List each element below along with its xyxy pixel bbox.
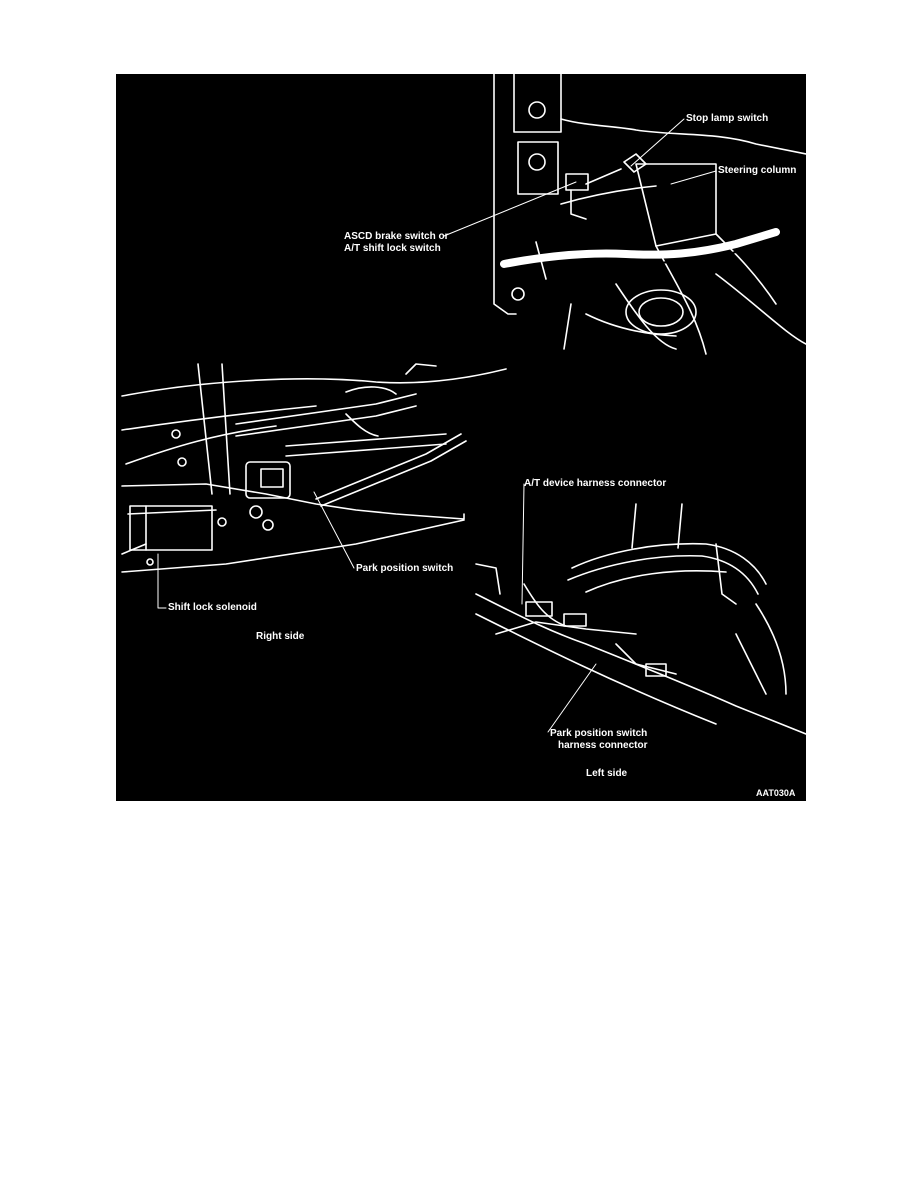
- park-position-harness-label-line2: harness connector: [558, 740, 648, 751]
- stop-lamp-switch-label: Stop lamp switch: [686, 113, 769, 124]
- ascd-brake-switch-label-line1: ASCD brake switch or: [344, 231, 449, 242]
- wiring-diagram-figure: Stop lamp switch Steering column ASCD br…: [116, 74, 806, 801]
- steering-column-view: [493, 74, 806, 355]
- shift-lock-solenoid-shape: [129, 505, 213, 551]
- steering-column-label: Steering column: [718, 165, 797, 176]
- shifter-left-side-view: [475, 503, 806, 735]
- shifter-right-side-view: [121, 363, 507, 573]
- park-position-switch-label: Park position switch: [356, 563, 454, 574]
- ascd-brake-switch-label-line2: A/T shift lock switch: [344, 243, 441, 254]
- at-device-harness-connector-label: A/T device harness connector: [524, 478, 667, 489]
- left-side-leaders: [521, 483, 597, 733]
- top-panel-leaders: [443, 118, 717, 237]
- diagram-artwork: [121, 74, 806, 735]
- steering-column-shape: [635, 163, 717, 247]
- left-side-caption: Left side: [586, 768, 628, 779]
- figure-code-label: AAT030A: [756, 788, 796, 798]
- right-side-caption: Right side: [256, 631, 305, 642]
- shift-lock-solenoid-label: Shift lock solenoid: [168, 602, 257, 613]
- park-position-harness-label-line1: Park position switch: [550, 728, 648, 739]
- right-side-leaders: [157, 491, 355, 609]
